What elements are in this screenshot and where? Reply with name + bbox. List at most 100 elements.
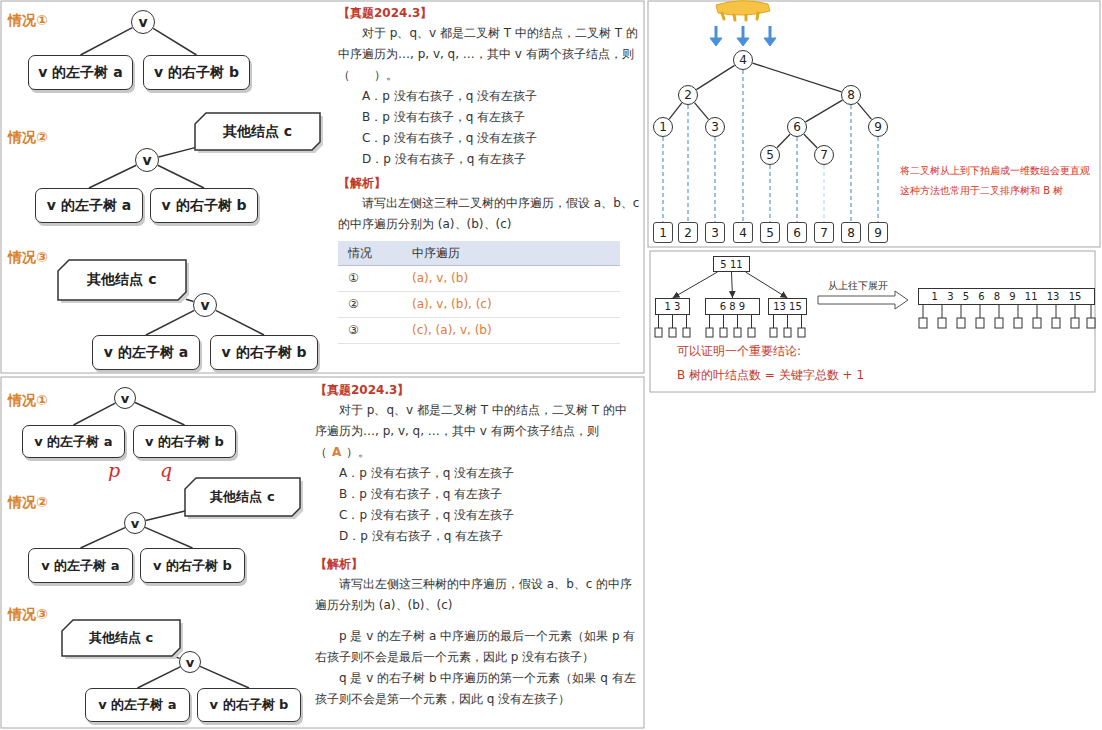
arrow-head: [710, 38, 722, 46]
other-node-flag: 其他结点 c: [62, 620, 180, 656]
node-text: v: [186, 655, 194, 670]
tree-node: 2: [678, 85, 698, 105]
btree-node: 6 8 9: [705, 298, 760, 315]
node-text: 其他结点 c: [223, 123, 292, 141]
tree-link: [158, 165, 204, 188]
label: 情况①: [8, 390, 48, 410]
label-text: 请写出左侧这三种二叉树的中序遍历，假设 a、b、c 的中序遍历分别为 (a)、(…: [338, 196, 639, 231]
node-text: 8: [847, 88, 855, 102]
tree-node: v: [135, 148, 159, 172]
paragraph: C．p 没有右孩子，q 没有左孩子: [338, 128, 640, 149]
label-text: q 是 v 的右子树 b 中序遍历的第一个元素（如果 q 有左孩子则不会是第一个…: [315, 671, 636, 706]
tree-link: [753, 63, 842, 92]
tree-link: [823, 165, 824, 222]
paragraph: 【真题2024.3】: [338, 4, 640, 23]
leaf-square: [734, 328, 741, 337]
table-cell: ②: [348, 295, 412, 314]
btree-node: 1 3: [655, 298, 690, 315]
tree-node: 3: [705, 117, 725, 137]
node-text: v: [200, 297, 209, 313]
node-text: 1 3: [665, 301, 681, 312]
leaf-square: [957, 318, 965, 328]
array-cell: 6: [787, 222, 807, 243]
tree-link: [662, 137, 663, 222]
label-text: q: [160, 459, 172, 481]
array-cell: 5: [760, 222, 780, 243]
label-text: D．p 没有右孩子，q 有左孩子: [339, 529, 503, 543]
array-cell: 1: [653, 222, 673, 243]
node-text: 13 15: [773, 301, 802, 312]
node-text: 1: [659, 226, 667, 240]
pointer-arrow: [746, 272, 788, 298]
node-text: v 的右子树 b: [154, 64, 239, 82]
pointer-line: [923, 305, 1091, 318]
label-text: A: [332, 445, 341, 459]
tree-link: [145, 527, 192, 548]
label-text: 可以证明一个重要结论:: [677, 344, 801, 358]
leaf-pointers: [655, 315, 805, 337]
paragraph: 【解析】: [338, 174, 640, 193]
arrow-head: [737, 38, 749, 46]
down-arrow: [769, 26, 772, 39]
node-text: 9: [874, 120, 882, 134]
label-text: (a), v, (b): [412, 271, 468, 285]
label-text: A．p 没有右孩子，q 没有左孩子: [339, 466, 514, 480]
tree-link: [146, 511, 185, 521]
paragraph: D．p 没有右孩子，q 有左孩子: [315, 526, 637, 547]
label-text: 对于 p、q、v 都是二叉树 T 中的结点，二叉树 T 的中序遍历为…, p, …: [338, 26, 638, 82]
array-cell: 9: [868, 222, 888, 243]
leaf-square: [798, 328, 805, 337]
label-text: 情况②: [8, 129, 48, 145]
paragraph: 【解析】: [315, 555, 637, 574]
table-row: ②(a), v, (b), (c): [338, 292, 620, 318]
leaf-square: [919, 318, 927, 328]
node-text: v: [138, 14, 147, 30]
label: B 树的叶结点数 = 关键字总数 + 1: [677, 367, 864, 383]
node-text: 1 3 5 6 8 9 11 13 15: [932, 291, 1082, 302]
tree-node: 8: [841, 85, 861, 105]
leaf-square: [683, 328, 690, 337]
node-text: 8: [847, 226, 855, 240]
label-text: 情况①: [8, 12, 48, 28]
label-text: 【真题2024.3】: [338, 6, 432, 20]
label-text: 这种方法也常用于二叉排序树和 B 树: [900, 185, 1063, 196]
node-text: v: [131, 516, 139, 531]
label-text: ③: [348, 323, 359, 337]
label-text: (c), (a), v, (b): [412, 323, 492, 337]
subtree-box: v 的右子树 b: [140, 548, 245, 583]
label-text: 情况①: [8, 392, 48, 408]
table-cell: ①: [348, 269, 412, 288]
panel-border: [1, 1, 644, 373]
panel-border: [1, 377, 644, 728]
tree-link: [777, 134, 790, 148]
node-text: v 的右子树 b: [162, 197, 247, 215]
node-text: 6 8 9: [720, 301, 745, 312]
panel-border: [650, 251, 1095, 392]
tree-node: 1: [653, 117, 673, 137]
table-row: ①(a), v, (b): [338, 266, 620, 292]
leaf-square: [976, 318, 984, 328]
tree-node: 4: [733, 50, 753, 70]
label: 情况③: [8, 604, 48, 624]
tree-node: v: [124, 512, 146, 534]
pointer-line: [659, 315, 802, 328]
panel-border: [648, 1, 1100, 247]
table-cell: (a), v, (b): [412, 269, 610, 288]
node-text: v: [142, 152, 151, 168]
label-text: (a), v, (b), (c): [412, 297, 492, 311]
flat-array: 1 3 5 6 8 9 11 13 15: [918, 288, 1095, 305]
paragraph: B．p 没有右孩子，q 有左孩子: [338, 107, 640, 128]
tree-node: 5: [760, 145, 780, 165]
paragraph: B．p 没有右孩子，q 有左孩子: [315, 484, 637, 505]
label-text: p: [108, 459, 120, 481]
node-text: 5: [766, 226, 774, 240]
tree-link: [200, 666, 249, 688]
subtree-box: v 的右子树 b: [150, 188, 258, 223]
tree-node: 9: [868, 117, 888, 137]
label: 情况①: [8, 10, 48, 30]
label-text: A．p 没有右孩子，q 没有左孩子: [362, 89, 537, 103]
label-text: ）。: [346, 445, 370, 459]
tree-link: [714, 137, 715, 222]
node-text: v 的左子树 a: [47, 197, 131, 215]
tree-link: [216, 310, 264, 335]
